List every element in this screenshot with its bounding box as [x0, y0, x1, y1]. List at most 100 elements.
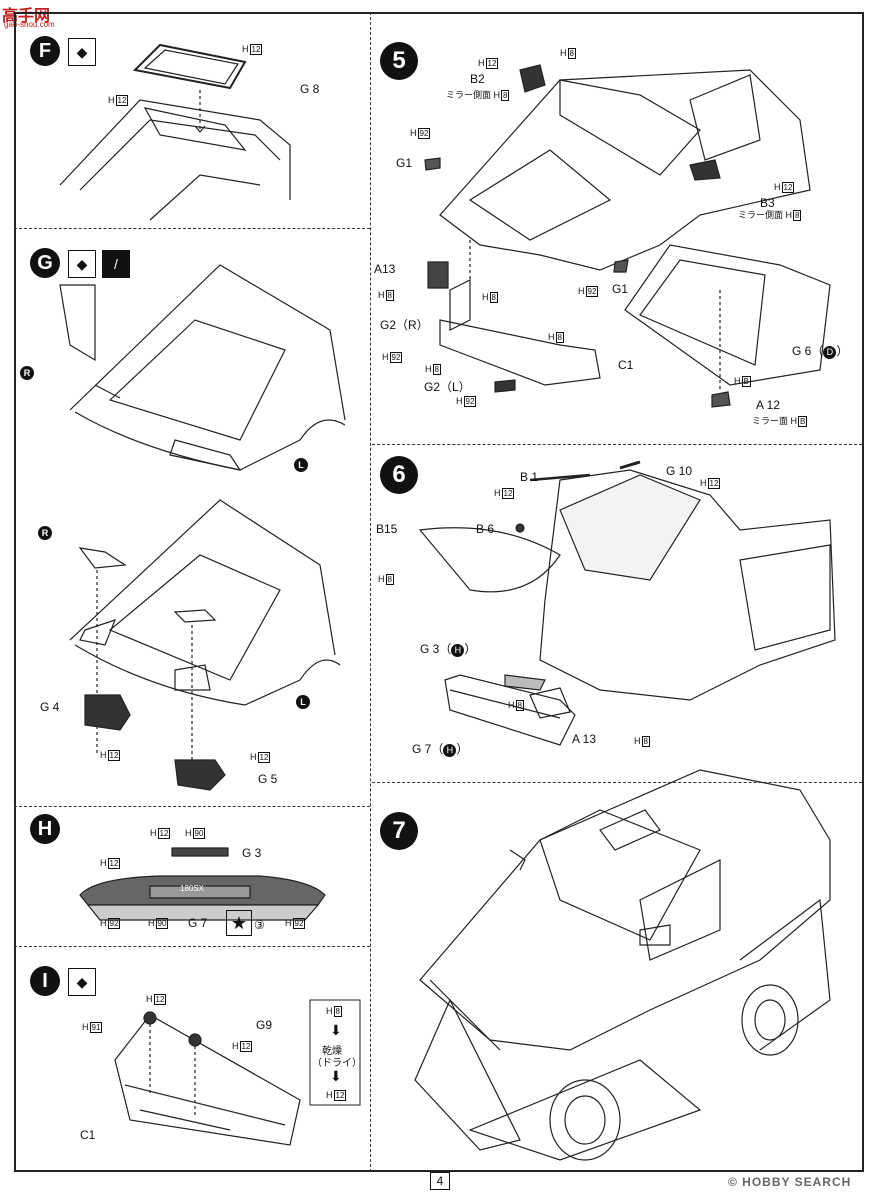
marker-R: R [38, 526, 52, 540]
decal-number: ③ [254, 918, 265, 932]
part-label: G1 [612, 282, 629, 296]
footer-brand: © HOBBY SEARCH [728, 1175, 852, 1189]
arrows-icon: ◆ [68, 38, 96, 66]
divider-5-6 [372, 444, 862, 445]
step-5-badge: 5 [380, 42, 418, 80]
step-I-drawing [114, 999, 361, 1146]
part-label: G2（R） [380, 318, 429, 332]
step-6-badge: 6 [380, 456, 418, 494]
divider-G-H [14, 806, 370, 807]
part-label: A 12 [756, 398, 781, 412]
part-label: G 7（H） [412, 742, 469, 757]
step-7-drawing [414, 769, 831, 1161]
marker-L: L [296, 695, 310, 709]
step-G-hood-bottom [69, 499, 341, 791]
arrows-icon: ◆ [68, 968, 96, 996]
page-frame [14, 12, 864, 1172]
part-label: C1 [80, 1128, 96, 1142]
divider-F-G [14, 228, 370, 229]
dry-label: 乾燥 [322, 1046, 342, 1057]
part-label: B3 [760, 196, 775, 210]
step-H-drawing [79, 847, 326, 921]
part-label: G 8 [300, 82, 320, 96]
step-6-drawing [418, 460, 836, 746]
part-label: C1 [618, 358, 634, 372]
part-label: B 6 [476, 522, 495, 536]
part-label: G 6（D） [792, 344, 849, 359]
star-icon: ★ [226, 910, 252, 936]
part-label: G1 [396, 156, 413, 170]
plate-text: 180SX [180, 884, 205, 893]
arrows-icon: ◆ [68, 250, 96, 278]
step-F-drawing [59, 43, 291, 221]
part-label: B2 [470, 72, 485, 86]
part-label: B 1 [520, 470, 539, 484]
part-label: B15 [376, 522, 398, 536]
divider-6-7 [372, 782, 862, 783]
watermark-url: gao-shou.com [4, 20, 55, 29]
column-divider [370, 12, 371, 1172]
part-label: G 5 [258, 772, 278, 786]
down-arrow-icon: ⬇ [330, 1022, 342, 1038]
step-H-badge: H [30, 814, 60, 844]
decal-icon: / [102, 250, 130, 278]
step-F-badge: F [30, 36, 60, 66]
marker-L: L [294, 458, 308, 472]
part-label: G 3（H） [420, 642, 477, 657]
step-I-badge: I [30, 966, 60, 996]
part-label: G9 [256, 1018, 273, 1032]
divider-H-I [14, 946, 370, 947]
part-label: A13 [374, 262, 396, 276]
dry-label-2: （ドライ） [312, 1058, 362, 1069]
step-5-drawing [424, 64, 831, 408]
marker-R: R [20, 366, 34, 380]
part-label: G2（L） [424, 380, 471, 394]
part-label: G 3 [242, 846, 262, 860]
step-7-badge: 7 [380, 812, 418, 850]
part-label: G 4 [40, 700, 60, 714]
part-label: A 13 [572, 732, 597, 746]
step-G-badge: G [30, 248, 60, 278]
part-label: G 10 [666, 464, 693, 478]
part-label: G 7 [188, 916, 208, 930]
down-arrow-icon: ⬇ [330, 1068, 342, 1084]
page-number: 4 [430, 1172, 450, 1190]
step-G-hood-top [59, 264, 346, 471]
